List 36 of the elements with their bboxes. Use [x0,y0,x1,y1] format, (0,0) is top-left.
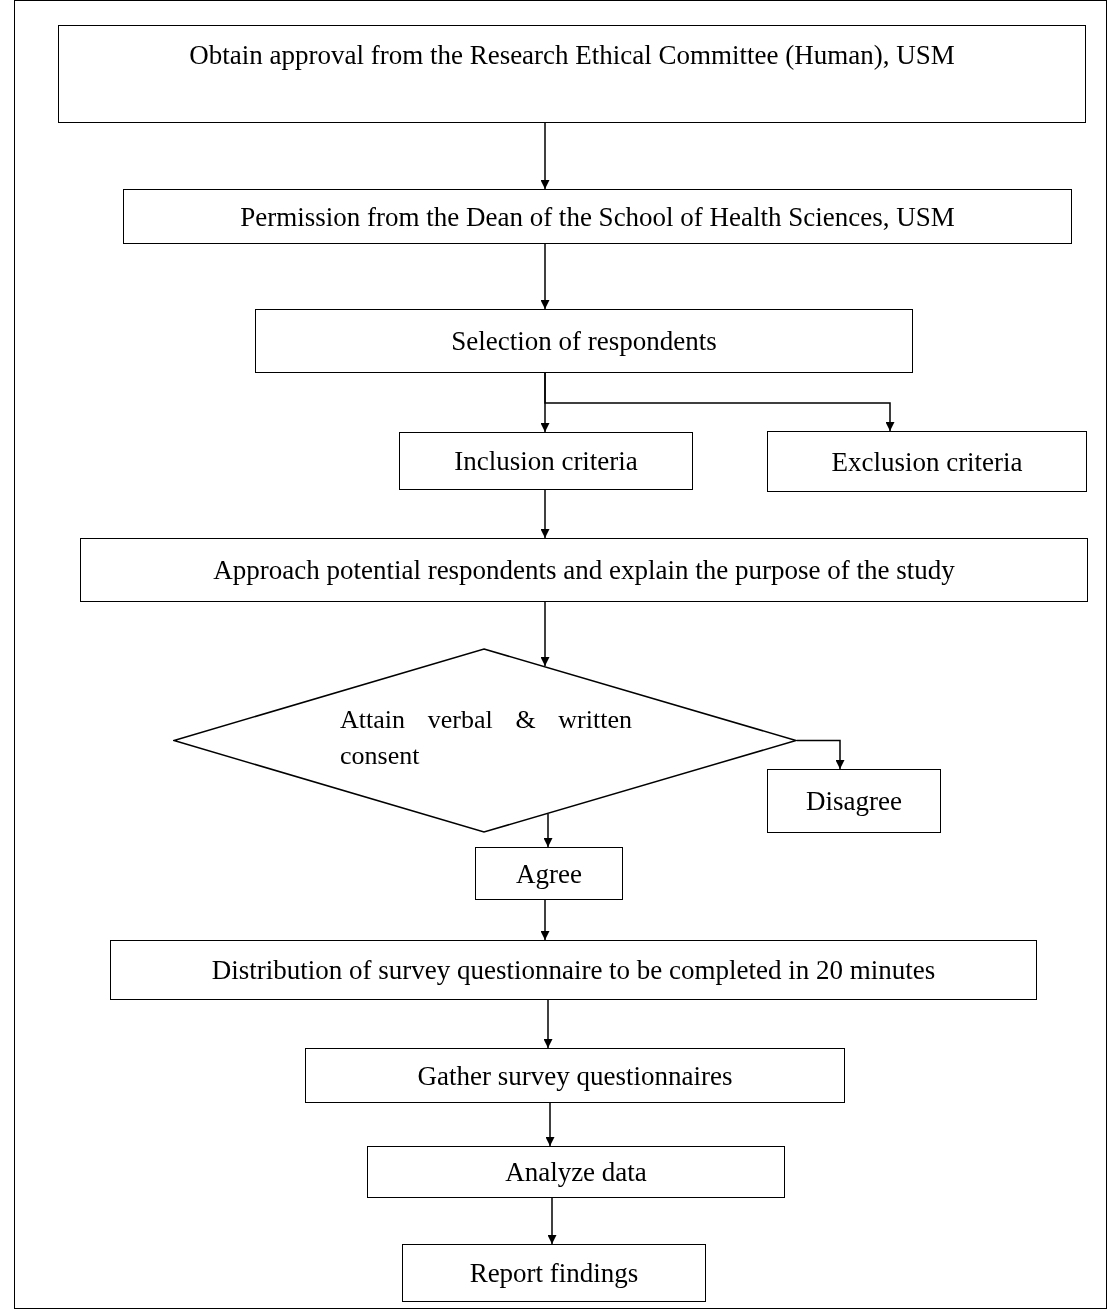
step-text: Approach potential respondents and explain the purpose of the study [213,554,955,587]
arrow [544,372,895,432]
process-box [123,189,1072,244]
step-text: Exclusion criteria [831,445,1023,479]
arrow [540,489,550,539]
arrow [543,813,553,848]
step-text: Gather survey questionnaires [417,1059,733,1093]
arrow [540,122,550,190]
step-text: Disagree [806,785,902,818]
process-box [475,847,623,900]
step-text: Report findings [469,1257,639,1290]
step-text: Obtain approval from the Research Ethical Committee (Human), USM [189,39,955,72]
process-box [767,431,1087,492]
process-box [767,769,941,833]
step-text: Agree [516,857,582,891]
process-box [305,1048,845,1103]
process-box [402,1244,706,1302]
arrow [540,243,550,310]
process-box [110,940,1037,1000]
step-text: Analyze data [505,1156,647,1189]
arrow [796,739,845,770]
process-box [255,309,913,373]
decision-text: Attain verbal & written consent [340,704,632,772]
process-box [367,1146,785,1198]
arrow [543,999,553,1049]
step-text: Inclusion criteria [454,445,638,478]
process-box [399,432,693,490]
step-text: Selection of respondents [451,325,717,358]
arrow [547,1197,557,1245]
arrow [540,601,550,667]
arrow [545,1102,555,1147]
step-text: Distribution of survey questionnaire to be completed in 20 minutes [211,954,936,987]
arrow [540,899,550,941]
process-box [80,538,1088,602]
step-text: Permission from the Dean of the School of Health Sciences, USM [240,200,955,234]
process-box [58,25,1086,123]
